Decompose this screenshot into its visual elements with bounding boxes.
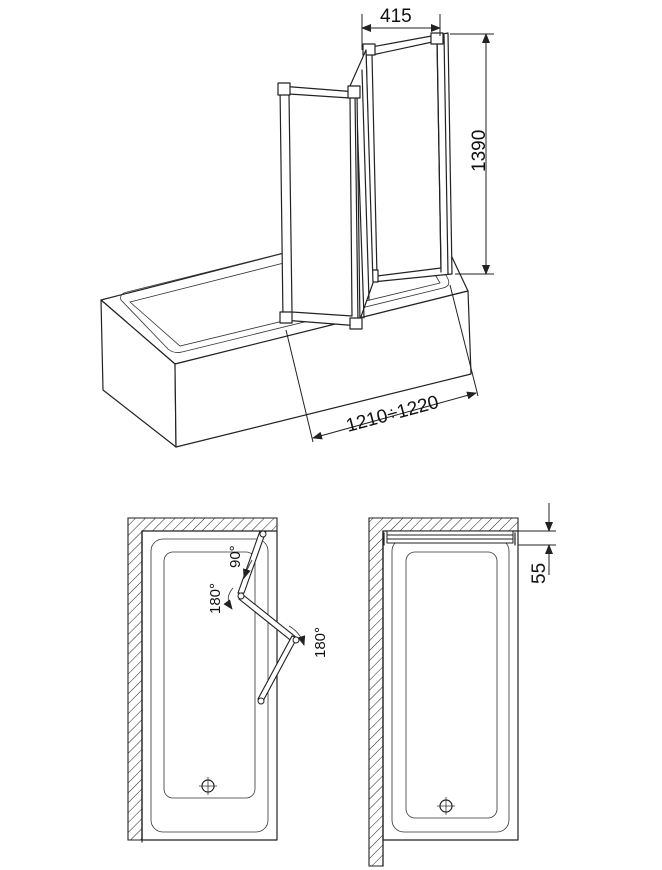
dimension-width-top: 415: [361, 6, 441, 50]
plan-view-folded: 90° 180° 180°: [127, 517, 329, 843]
dimension-55-label: 55: [529, 563, 550, 584]
folded-panels-stack: [383, 530, 516, 546]
dimension-height: 1390: [450, 33, 494, 275]
dimension-1390-label: 1390: [469, 130, 490, 172]
drain-icon: [199, 777, 217, 795]
plan-view-closed: 55: [368, 503, 556, 867]
fixed-glass-panel: [362, 32, 453, 283]
angle-180-left-label: 180°: [207, 583, 224, 614]
drain-icon-right: [437, 797, 455, 815]
dimension-415-label: 415: [380, 6, 412, 27]
front-glass-panel: [277, 82, 363, 330]
dimension-offset: 55: [518, 503, 556, 584]
isometric-view: 415 1390 1210÷1220: [100, 6, 494, 448]
angle-90-label: 90°: [227, 545, 244, 568]
angle-180-right-label: 180°: [312, 627, 329, 658]
folding-panels-plan: [237, 530, 300, 705]
